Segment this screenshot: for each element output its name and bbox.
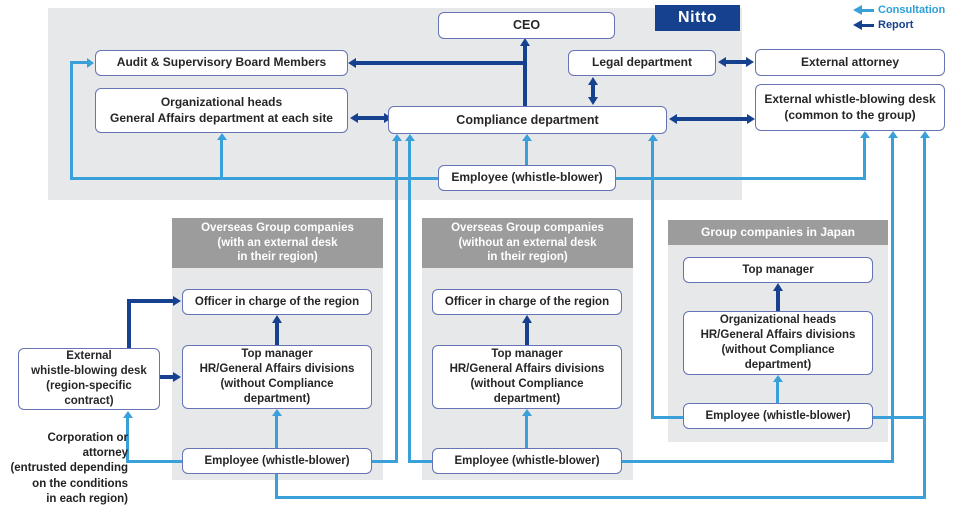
consultation-line xyxy=(525,141,528,165)
consultation-line xyxy=(923,138,926,499)
consultation-arrowhead-up xyxy=(272,409,282,416)
consultation-line xyxy=(863,138,866,180)
report-line xyxy=(358,116,384,120)
report-line xyxy=(523,44,527,106)
org-heads-box: Organizational heads General Affairs dep… xyxy=(95,88,348,133)
report-arrowhead-right xyxy=(173,372,181,382)
consultation-line xyxy=(395,141,398,463)
report-line xyxy=(275,322,279,345)
legend-consultation: Consultation xyxy=(853,4,945,16)
consultation-line xyxy=(525,416,528,448)
report-arrow-icon xyxy=(853,20,874,30)
legend-consultation-label: Consultation xyxy=(878,4,946,16)
report-line xyxy=(127,299,131,348)
consultation-line xyxy=(891,138,894,463)
consultation-line xyxy=(128,460,182,463)
consultation-arrowhead-up xyxy=(217,133,227,140)
consultation-line xyxy=(70,61,87,64)
consultation-line xyxy=(651,141,654,418)
consultation-arrowhead-up xyxy=(860,131,870,138)
report-line xyxy=(677,117,747,121)
consultation-line xyxy=(72,177,438,180)
report-arrowhead-left xyxy=(350,113,358,123)
legend-report: Report xyxy=(853,19,945,31)
report-arrowhead-up xyxy=(588,77,598,85)
consultation-line xyxy=(372,460,395,463)
consultation-line xyxy=(651,416,683,419)
report-arrowhead-up xyxy=(272,315,282,323)
top-manager-box-g3: Top manager xyxy=(683,257,873,283)
report-arrowhead-left xyxy=(348,58,356,68)
consultation-arrowhead-up xyxy=(522,409,532,416)
report-arrowhead-right xyxy=(746,57,754,67)
report-line xyxy=(160,375,173,379)
report-arrowhead-up xyxy=(522,315,532,323)
legal-department-box: Legal department xyxy=(568,50,716,76)
employee-box-g3: Employee (whistle-blower) xyxy=(683,403,873,429)
report-arrowhead-left xyxy=(718,57,726,67)
consultation-line xyxy=(275,496,926,499)
external-attorney-box: External attorney xyxy=(755,49,945,76)
consultation-arrowhead-up xyxy=(888,131,898,138)
report-arrowhead-right xyxy=(747,114,755,124)
consultation-line xyxy=(616,177,866,180)
consultation-line xyxy=(776,382,779,403)
overseas-with-desk-header: Overseas Group companies (with an extern… xyxy=(172,218,383,268)
external-desk-region-box: External whistle-blowing desk (region-sp… xyxy=(18,348,160,410)
external-desk-common-box: External whistle-blowing desk (common to… xyxy=(755,84,945,131)
consultation-line xyxy=(70,61,73,180)
consultation-arrowhead-up xyxy=(392,134,402,141)
consultation-line xyxy=(275,474,278,499)
org-heads-box-g3: Organizational heads HR/General Affairs … xyxy=(683,311,873,375)
report-arrowhead-left xyxy=(669,114,677,124)
legend: Consultation Report xyxy=(853,4,945,31)
consultation-arrowhead-up xyxy=(405,134,415,141)
consultation-line xyxy=(622,460,891,463)
consultation-line xyxy=(408,141,411,463)
officer-box-g1: Officer in charge of the region xyxy=(182,289,372,315)
top-manager-box-g1: Top manager HR/General Affairs divisions… xyxy=(182,345,372,409)
officer-box-g2: Officer in charge of the region xyxy=(432,289,622,315)
consultation-arrowhead-up xyxy=(920,131,930,138)
consultation-line xyxy=(126,418,129,463)
japan-group-header: Group companies in Japan xyxy=(668,220,888,245)
consultation-arrow-icon xyxy=(853,5,874,15)
report-arrowhead-down xyxy=(588,97,598,105)
consultation-line xyxy=(411,460,432,463)
employee-box-g1: Employee (whistle-blower) xyxy=(182,448,372,474)
report-line xyxy=(776,290,780,311)
ceo-box: CEO xyxy=(438,12,615,39)
consultation-arrowhead-up xyxy=(522,134,532,141)
consultation-arrowhead-up xyxy=(648,134,658,141)
report-line xyxy=(525,322,529,345)
report-arrowhead-right xyxy=(173,296,181,306)
report-line xyxy=(591,84,595,98)
consultation-arrowhead-right xyxy=(87,58,94,68)
report-line xyxy=(127,299,173,303)
report-line xyxy=(355,61,525,65)
consultation-line xyxy=(275,416,278,448)
legend-report-label: Report xyxy=(878,19,914,31)
top-manager-box-g2: Top manager HR/General Affairs divisions… xyxy=(432,345,622,409)
employee-box-g2: Employee (whistle-blower) xyxy=(432,448,622,474)
nitto-logo: Nitto xyxy=(655,5,740,31)
consultation-line xyxy=(873,416,923,419)
report-line xyxy=(726,60,746,64)
consultation-arrowhead-up xyxy=(773,375,783,382)
audit-board-box: Audit & Supervisory Board Members xyxy=(95,50,348,76)
region-desk-note: Corporation or attorney (entrusted depen… xyxy=(10,432,128,505)
employee-box-top: Employee (whistle-blower) xyxy=(438,165,616,191)
consultation-arrowhead-up xyxy=(123,411,133,418)
overseas-without-desk-header: Overseas Group companies (without an ext… xyxy=(422,218,633,268)
report-arrowhead-up xyxy=(520,38,530,46)
consultation-line xyxy=(220,140,223,178)
compliance-department-box: Compliance department xyxy=(388,106,667,134)
report-arrowhead-up xyxy=(773,283,783,291)
